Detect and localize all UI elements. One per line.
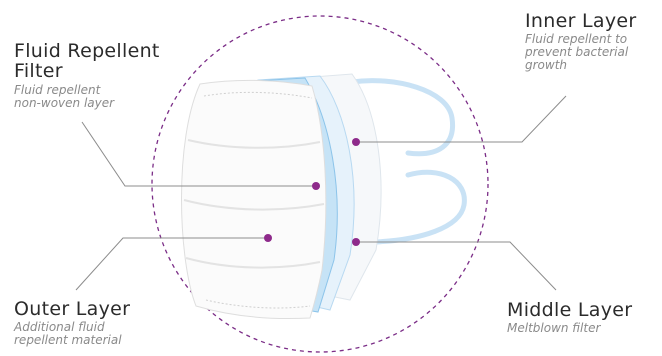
label-middle-sub-1: Meltblown filter bbox=[507, 322, 632, 335]
dot-outer bbox=[264, 234, 272, 242]
dot-middle bbox=[352, 238, 360, 246]
outer-layer-shape bbox=[182, 80, 326, 318]
dot-inner bbox=[352, 138, 360, 146]
label-fluid-filter-sub-2: non-woven layer bbox=[14, 97, 160, 110]
label-fluid-filter-title-1: Fluid Repellent bbox=[14, 41, 160, 61]
leader-inner bbox=[356, 96, 566, 142]
label-fluid-filter-title-2: Filter bbox=[14, 61, 160, 81]
label-outer: Outer Layer Additional fluid repellent m… bbox=[14, 299, 130, 347]
label-inner: Inner Layer Fluid repellent to prevent b… bbox=[525, 11, 637, 72]
label-inner-sub-3: growth bbox=[525, 59, 637, 72]
label-inner-title: Inner Layer bbox=[525, 11, 637, 31]
label-fluid-filter: Fluid Repellent Filter Fluid repellent n… bbox=[14, 41, 160, 110]
label-middle-title: Middle Layer bbox=[507, 300, 632, 320]
dot-fluid-filter bbox=[312, 182, 320, 190]
label-outer-sub-2: repellent material bbox=[14, 334, 130, 347]
ear-loop-lower bbox=[375, 172, 464, 242]
label-outer-title: Outer Layer bbox=[14, 299, 130, 319]
label-middle: Middle Layer Meltblown filter bbox=[507, 300, 632, 335]
